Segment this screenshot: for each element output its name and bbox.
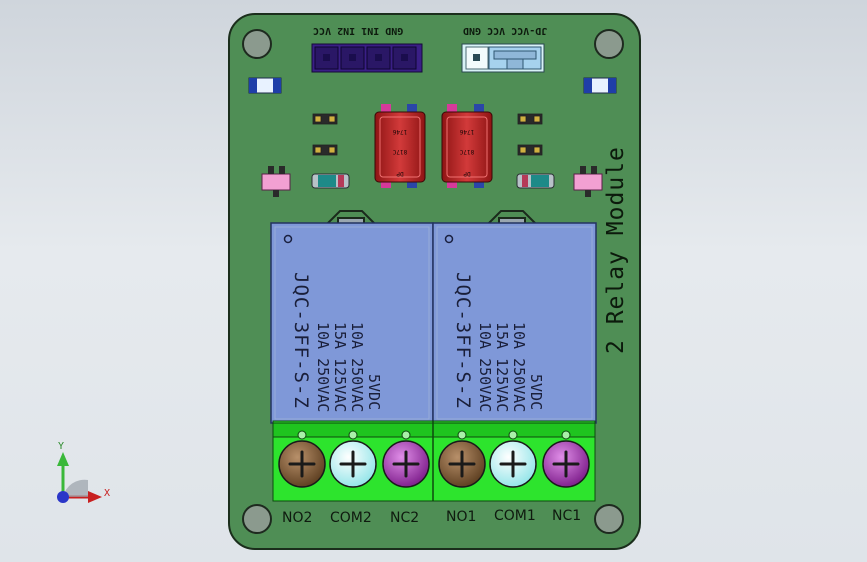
smd-resistors — [312, 113, 543, 156]
optocoupler-left — [374, 104, 426, 188]
axis-y-label: Y — [58, 441, 65, 452]
terminal-label-com1: COM1 — [494, 508, 536, 524]
relay-2-spec-0: 5VDC — [365, 374, 383, 411]
terminal-label-no2: NO2 — [282, 510, 313, 526]
relay-2-spec-1: 10A 250VAC — [348, 322, 366, 413]
relay-2-model: JQC-3FF-S-Z — [290, 272, 312, 409]
screw-slots — [288, 450, 580, 478]
terminal-label-nc2: NC2 — [390, 510, 420, 526]
optocoupler-right — [441, 104, 493, 188]
axis-triad — [57, 452, 102, 503]
terminal-label-no1: NO1 — [446, 509, 477, 525]
relay-1-spec-1: 10A 250VAC — [510, 322, 528, 413]
relay-2-spec-3: 10A 250VAC — [314, 322, 332, 413]
relay-1-body — [432, 222, 597, 424]
relay-2-spec-2: 15A 125VAC — [331, 322, 349, 413]
smd-leds — [248, 77, 617, 94]
relay-1-spec-0: 5VDC — [527, 374, 545, 411]
terminal-label-nc1: NC1 — [552, 508, 582, 524]
relay-1-spec-3: 10A 250VAC — [476, 322, 494, 413]
relay-1-spec-2: 15A 125VAC — [493, 322, 511, 413]
board-title-text: 2 Relay Module — [603, 146, 629, 354]
relay-2-body — [270, 222, 434, 424]
power-pin-header — [461, 43, 545, 73]
input-pin-header — [311, 43, 423, 73]
power-header-label: JD-VCC VCC GND — [463, 25, 548, 36]
axis-x-label: X — [104, 488, 111, 499]
glass-diodes — [311, 173, 555, 189]
relay-1-model: JQC-3FF-S-Z — [452, 272, 474, 409]
input-header-label: GND IN1 IN2 VCC — [313, 25, 404, 36]
terminal-label-com2: COM2 — [330, 510, 372, 526]
mounting-holes — [242, 29, 624, 534]
transistors — [261, 166, 603, 197]
